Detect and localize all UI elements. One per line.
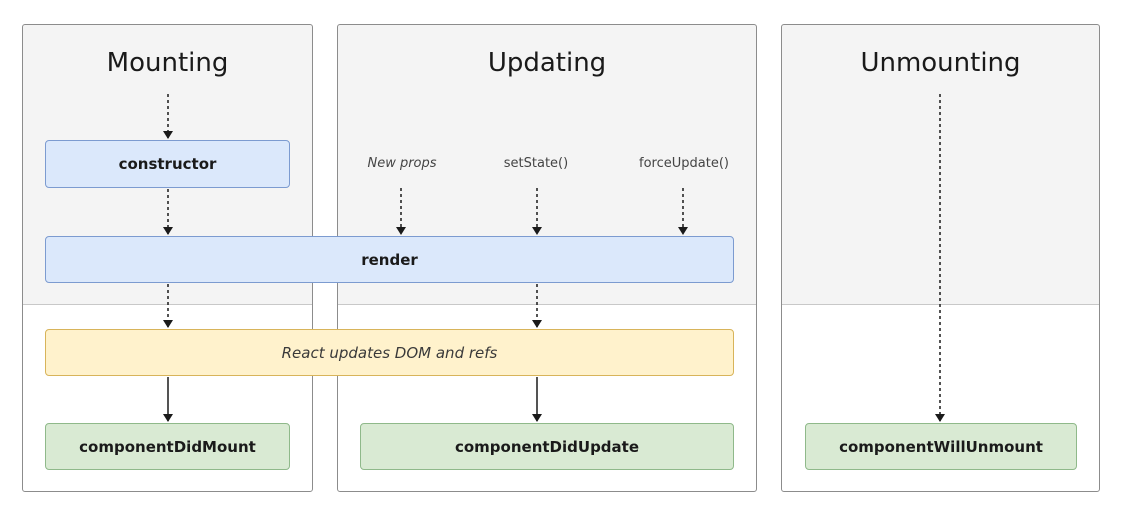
component-did-mount-box: componentDidMount: [45, 423, 290, 470]
trigger-set-state: setState(): [503, 156, 569, 171]
render-box: render: [45, 236, 734, 283]
trigger-force-update: forceUpdate(): [639, 156, 729, 171]
constructor-box: constructor: [45, 140, 290, 188]
dom-update-box: React updates DOM and refs: [45, 329, 734, 376]
trigger-new-props: New props: [367, 156, 437, 171]
mounting-title: Mounting: [106, 48, 229, 78]
unmounting-panel: [781, 24, 1100, 492]
component-did-update-box: componentDidUpdate: [360, 423, 734, 470]
component-will-unmount-box: componentWillUnmount: [805, 423, 1077, 470]
updating-title: Updating: [487, 48, 607, 78]
unmounting-title: Unmounting: [860, 48, 1021, 78]
